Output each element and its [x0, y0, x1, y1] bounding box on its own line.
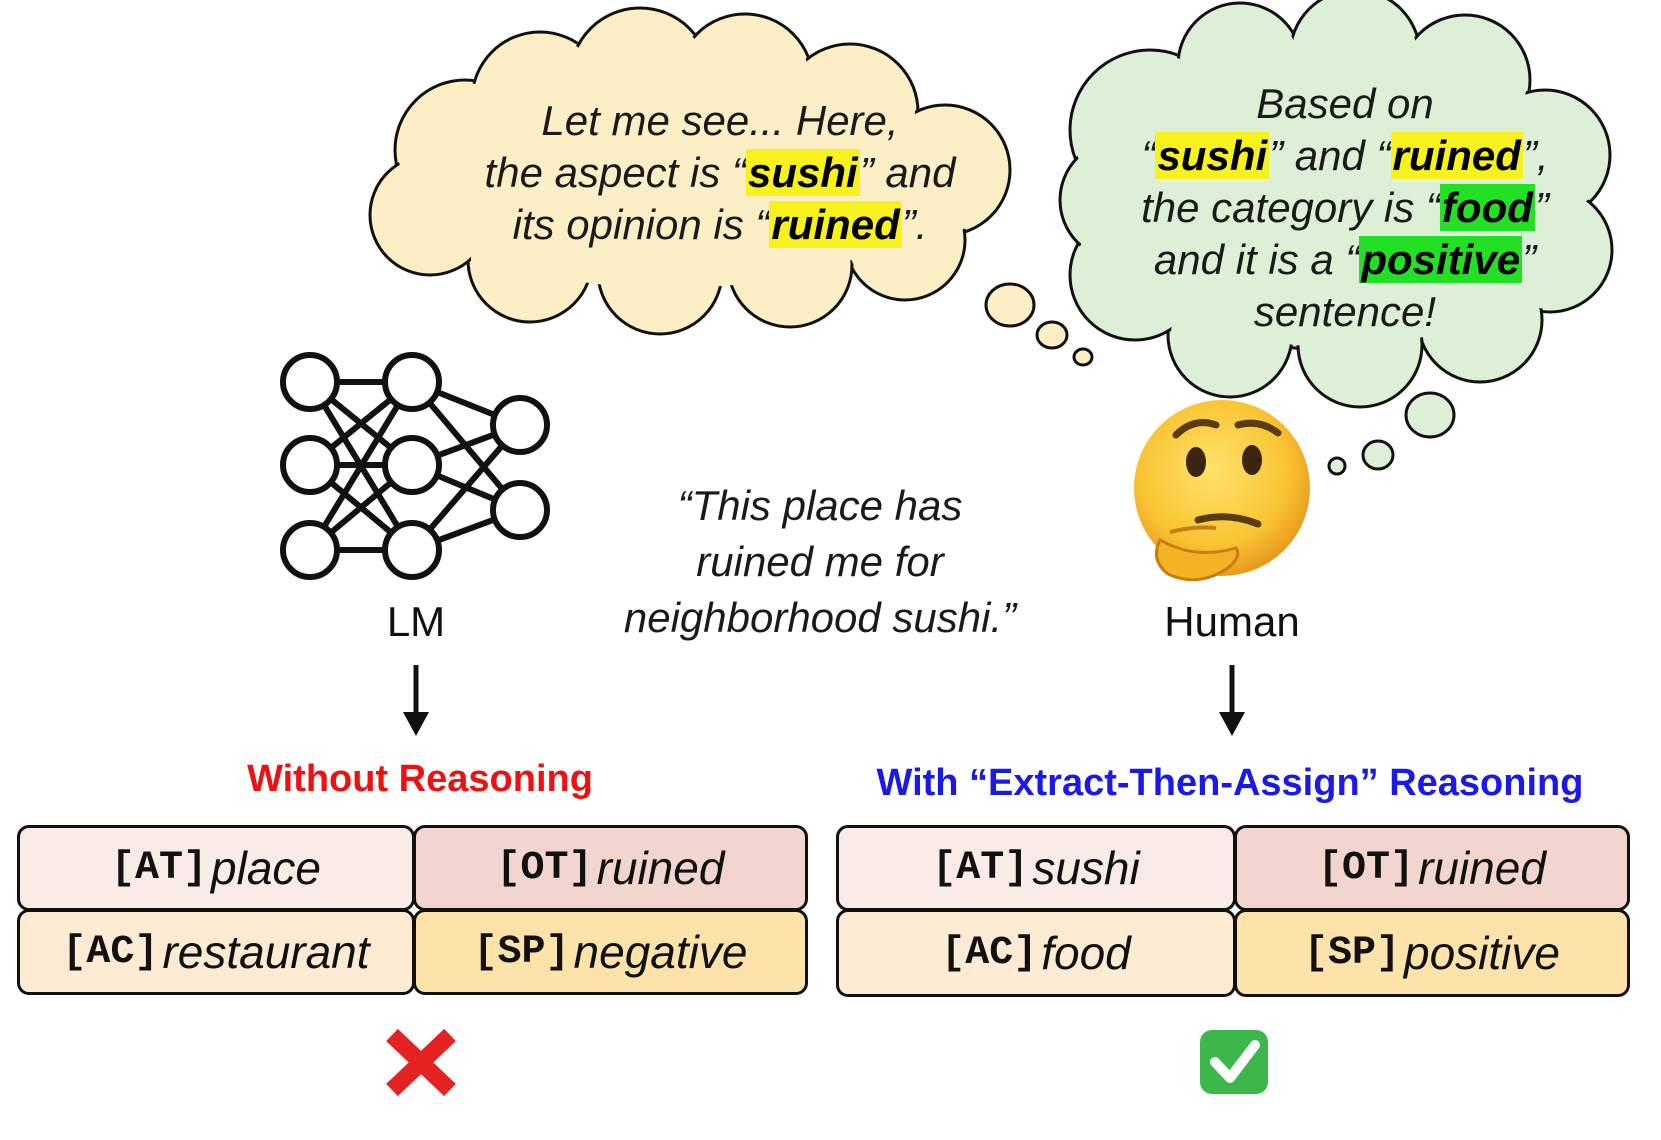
ac-tag: [AC]	[941, 930, 1038, 976]
text: the aspect is “	[484, 149, 747, 196]
highlight-sushi: sushi	[1155, 132, 1270, 179]
thinking-face-icon	[1134, 400, 1310, 582]
example-sentence: “This place has ruined me for neighborho…	[560, 478, 1080, 646]
at-value: place	[211, 842, 321, 894]
human-thought-line-1: Based on	[1256, 80, 1434, 127]
at-tag: [AT]	[111, 845, 208, 891]
lm-down-arrow	[403, 665, 429, 736]
text: ”,	[1522, 132, 1549, 179]
text: ”.	[901, 201, 928, 248]
without-ac-cell: [AC]restaurant	[17, 909, 415, 995]
human-thought-text: Based on “sushi” and “ruined”, the categ…	[1085, 78, 1605, 338]
at-value: sushi	[1032, 842, 1140, 894]
ot-tag: [OT]	[496, 845, 593, 891]
check-mark-button-icon	[1200, 1030, 1268, 1094]
with-ac-cell: [AC]food	[836, 909, 1236, 997]
sp-tag: [SP]	[1304, 930, 1401, 976]
ac-value: food	[1041, 927, 1131, 979]
human-label: Human	[1164, 598, 1300, 645]
with-ot-cell: [OT]ruined	[1234, 825, 1630, 911]
text: ” and	[859, 149, 956, 196]
highlight-sushi: sushi	[746, 149, 860, 196]
sp-tag: [SP]	[473, 929, 570, 975]
without-ot-cell: [OT]ruined	[413, 825, 808, 911]
ot-value: ruined	[1418, 842, 1546, 894]
human-thought-line-3: the category is “food”	[1085, 182, 1605, 234]
text: the category is “	[1141, 184, 1440, 231]
ac-value: restaurant	[162, 926, 370, 978]
without-sp-cell: [SP]negative	[413, 909, 808, 995]
highlight-ruined: ruined	[1390, 132, 1523, 179]
highlight-food: food	[1439, 184, 1535, 231]
without-reasoning-heading: Without Reasoning	[247, 758, 593, 800]
at-tag: [AT]	[932, 845, 1029, 891]
ac-tag: [AC]	[62, 929, 159, 975]
lm-label: LM	[386, 598, 446, 645]
text: ”	[1522, 236, 1537, 283]
lm-thought-line-1: Let me see... Here,	[541, 97, 899, 144]
with-sp-cell: [SP]positive	[1234, 909, 1630, 997]
with-at-cell: [AT]sushi	[836, 825, 1236, 911]
text: its opinion is “	[512, 201, 770, 248]
neural-network-icon	[280, 352, 550, 580]
without-at-cell: [AT]place	[17, 825, 415, 911]
text: and it is a “	[1153, 236, 1360, 283]
with-reasoning-heading: With “Extract-Then-Assign” Reasoning	[876, 762, 1584, 804]
text: ” and “	[1269, 132, 1391, 179]
text: ”	[1534, 184, 1549, 231]
lm-thought-line-3: its opinion is “ruined”.	[430, 199, 1010, 251]
human-thought-line-4: and it is a “positive”	[1085, 234, 1605, 286]
human-thought-line-5: sentence!	[1253, 288, 1437, 335]
sentence-line-2: ruined me for	[696, 538, 944, 585]
sentence-line-1: “This place has	[677, 482, 963, 529]
lm-thought-trail	[984, 282, 1094, 367]
human-down-arrow	[1219, 665, 1245, 736]
lm-thought-text: Let me see... Here, the aspect is “sushi…	[430, 95, 1010, 251]
human-thought-trail	[1327, 391, 1456, 476]
sp-value: positive	[1404, 927, 1560, 979]
highlight-ruined: ruined	[769, 201, 902, 248]
ot-value: ruined	[596, 842, 725, 894]
sp-value: negative	[573, 926, 748, 978]
lm-thought-line-2: the aspect is “sushi” and	[430, 147, 1010, 199]
highlight-positive: positive	[1359, 236, 1523, 283]
text: “	[1141, 132, 1156, 179]
sentence-line-3: neighborhood sushi.”	[623, 594, 1017, 641]
cross-mark-icon	[386, 1028, 456, 1097]
human-thought-line-2: “sushi” and “ruined”,	[1085, 130, 1605, 182]
ot-tag: [OT]	[1318, 845, 1415, 891]
